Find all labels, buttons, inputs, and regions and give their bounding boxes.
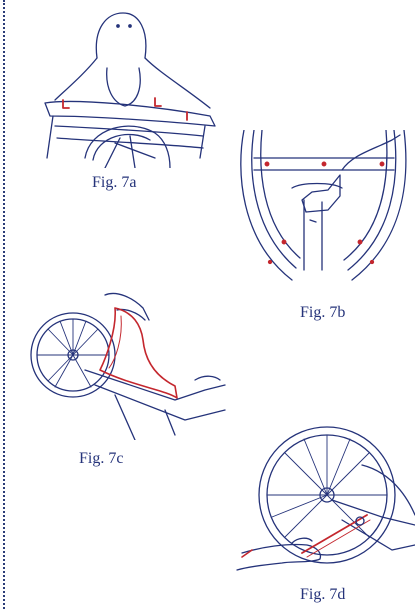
figure-7b-caption: Fig. 7b <box>300 304 346 321</box>
figure-7b <box>232 130 412 300</box>
figure-7c-illustration <box>30 292 226 440</box>
figure-7a-caption: Fig. 7a <box>92 174 137 191</box>
figure-7d-caption: Fig. 7d <box>300 586 346 603</box>
figure-7a <box>35 8 225 168</box>
figure-7d-illustration <box>236 426 415 571</box>
figure-7d <box>232 425 415 580</box>
page-margin-rule <box>3 0 5 609</box>
figure-7b-illustration <box>240 130 407 281</box>
figure-7c-caption: Fig. 7c <box>79 450 124 467</box>
figure-7a-illustration <box>44 12 216 168</box>
figure-7c <box>25 290 230 440</box>
